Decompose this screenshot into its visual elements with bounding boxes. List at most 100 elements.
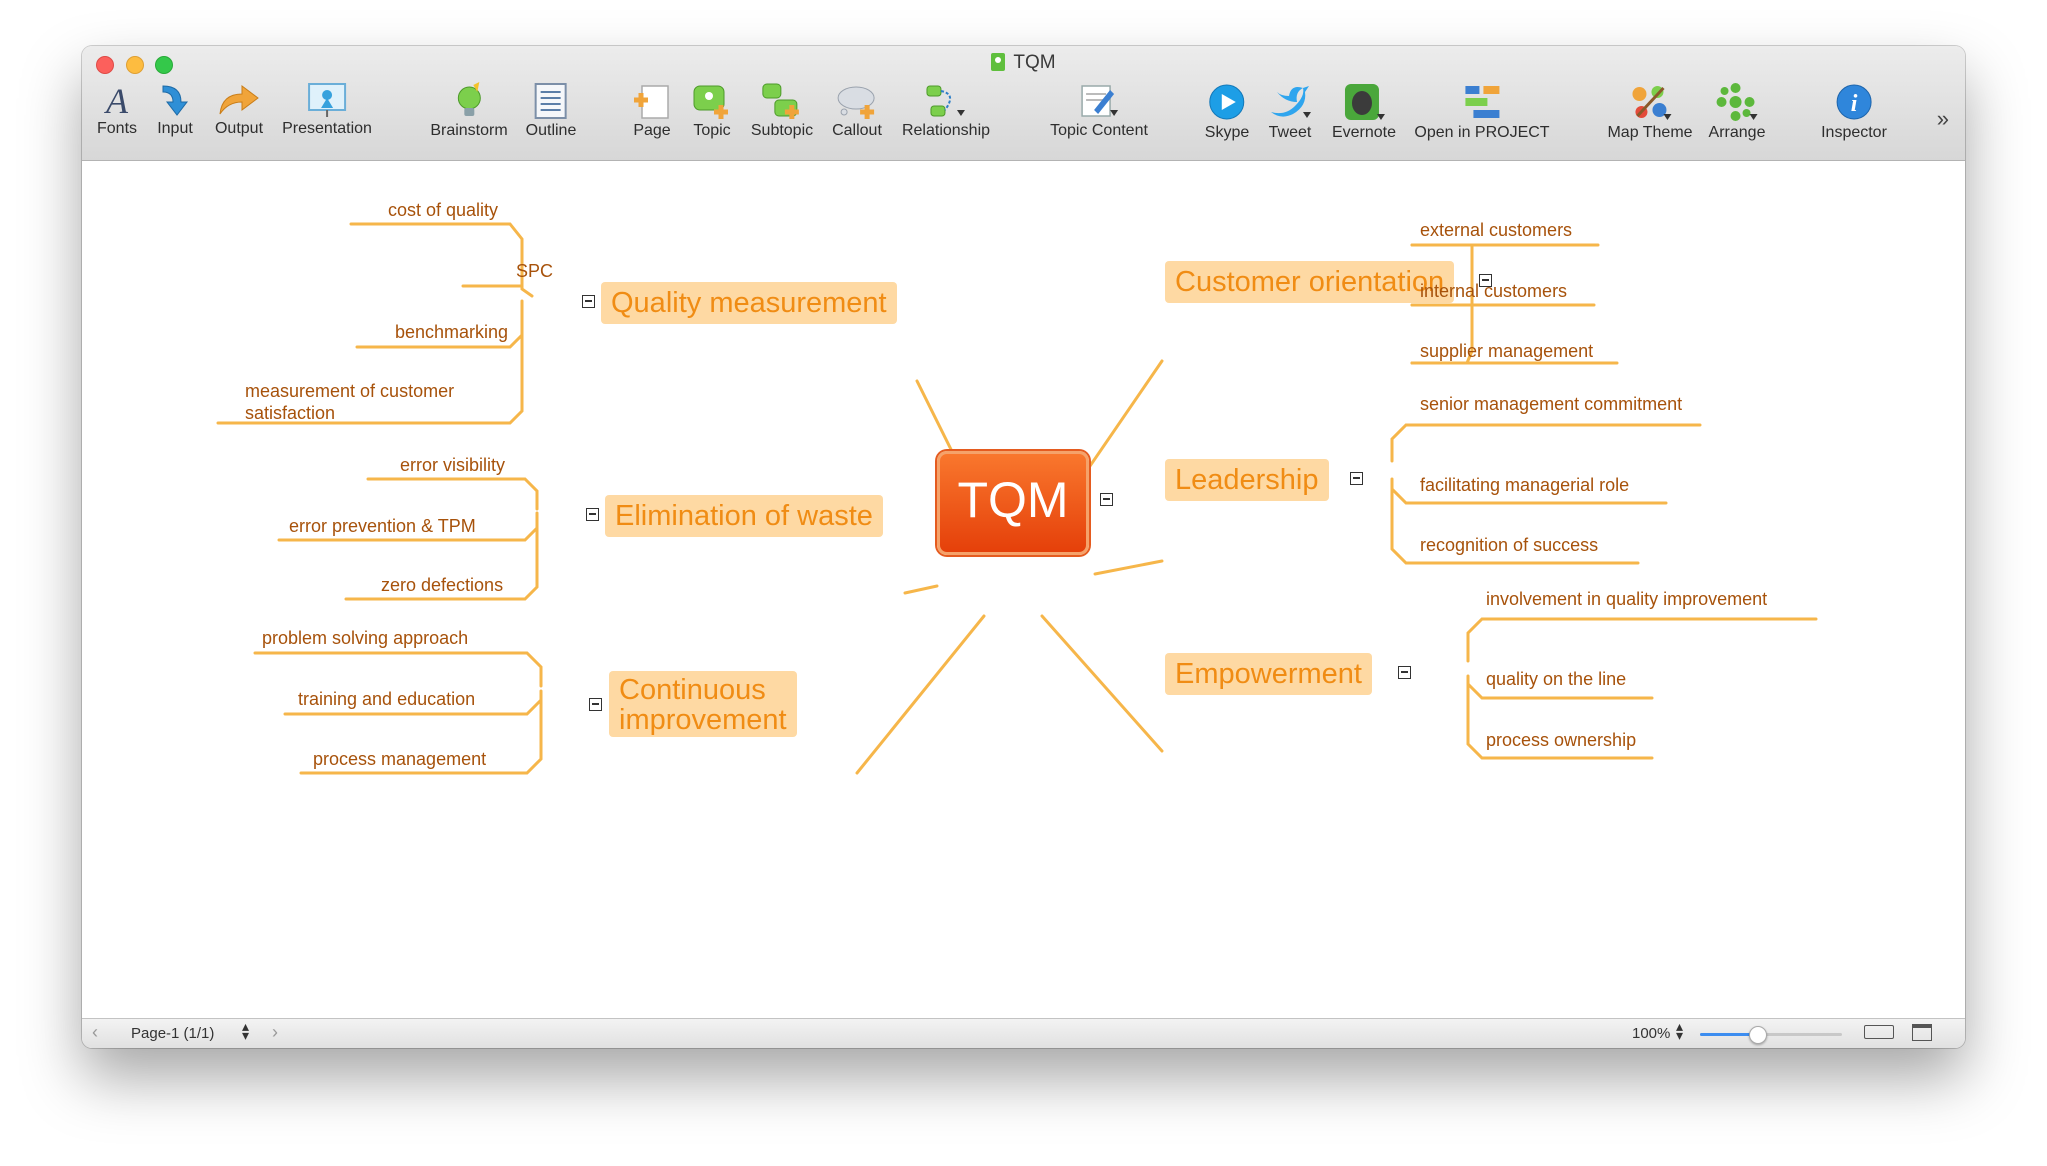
fonts-icon: A — [104, 82, 129, 118]
collapse-toggle-quality[interactable] — [582, 295, 595, 308]
subtopic-zero-defections[interactable]: zero defections — [381, 575, 504, 595]
toolbar-overflow-button[interactable]: » — [1936, 106, 1949, 131]
svg-text:A: A — [104, 82, 129, 118]
page-stepper[interactable]: ▴▾ — [242, 1018, 250, 1043]
full-screen-icon[interactable] — [1912, 1024, 1932, 1041]
subtopic-error-prevention[interactable]: error prevention & TPM — [289, 516, 476, 536]
window-title-text: TQM — [1013, 52, 1056, 73]
topic-empowerment[interactable]: Empowerment — [1165, 653, 1372, 695]
mind-map-canvas[interactable]: TQM Quality measurement Elimination of w… — [82, 161, 1965, 1018]
subtopic-supplier-management[interactable]: supplier management — [1420, 341, 1594, 361]
input-icon — [162, 85, 189, 116]
minimize-window-button[interactable] — [126, 56, 144, 74]
collapse-toggle-central[interactable] — [1100, 493, 1113, 506]
subtopic-training-and-education[interactable]: training and education — [298, 689, 476, 709]
zoom-slider[interactable] — [1700, 1026, 1842, 1044]
next-page-button[interactable]: › — [272, 1022, 278, 1042]
collapse-toggle-leadership[interactable] — [1350, 472, 1363, 485]
zoom-slider-knob[interactable] — [1748, 1026, 1767, 1044]
branch-lines — [216, 222, 1818, 775]
input-label: Input — [157, 120, 193, 137]
topic-elimination-of-waste[interactable]: Elimination of waste — [605, 495, 883, 537]
inspector-label: Inspector — [1821, 124, 1887, 141]
project-icon — [1465, 86, 1499, 118]
fit-map-icon[interactable] — [1864, 1025, 1894, 1039]
subtopic-benchmarking[interactable]: benchmarking — [395, 322, 509, 342]
topic-continuous-line1: Continuous — [619, 674, 766, 706]
toolbar: TQM A Fonts Input Output Presentation Br… — [82, 46, 1965, 161]
brainstorm-icon — [457, 82, 481, 116]
relationship-label: Relationship — [901, 122, 991, 139]
tweet-label: Tweet — [1268, 124, 1312, 141]
presentation-label: Presentation — [282, 120, 372, 137]
subtopic-external-customers[interactable]: external customers — [1420, 220, 1573, 240]
subtopic-facilitating-managerial-role[interactable]: facilitating managerial role — [1420, 475, 1630, 495]
previous-page-button[interactable]: ‹ — [92, 1022, 98, 1042]
topic-content-button[interactable]: Topic Content — [1050, 82, 1148, 140]
subtopic-quality-on-the-line[interactable]: quality on the line — [1486, 669, 1627, 689]
inspector-button[interactable]: i Inspector — [1821, 82, 1887, 142]
arrange-button[interactable]: Arrange — [1708, 82, 1766, 142]
subtopic-process-ownership[interactable]: process ownership — [1486, 730, 1637, 750]
map-theme-button[interactable]: Map Theme — [1607, 82, 1693, 142]
collapse-toggle-empowerment[interactable] — [1398, 666, 1411, 679]
collapse-toggle-continuous[interactable] — [589, 698, 602, 711]
topic-quality-measurement[interactable]: Quality measurement — [601, 282, 897, 324]
subtopic-process-management[interactable]: process management — [313, 749, 487, 769]
input-button[interactable]: Input — [155, 82, 195, 138]
callout-label: Callout — [832, 122, 882, 139]
topic-content-label: Topic Content — [1050, 122, 1148, 139]
close-window-button[interactable] — [96, 56, 114, 74]
zoom-stepper[interactable]: ▴▾ — [1676, 1018, 1684, 1043]
subtopic-icon — [762, 83, 799, 119]
subtopic-cost-of-quality[interactable]: cost of quality — [388, 200, 499, 220]
output-icon — [219, 85, 259, 115]
topic-icon — [693, 85, 728, 119]
map-theme-icon — [1631, 86, 1671, 120]
subtopic-problem-solving-approach[interactable]: problem solving approach — [262, 628, 469, 648]
evernote-icon — [1344, 84, 1385, 120]
skype-label: Skype — [1204, 124, 1250, 141]
subtopic-button[interactable]: Subtopic — [751, 82, 813, 140]
output-button[interactable]: Output — [215, 82, 263, 138]
topic-content-icon — [1081, 85, 1118, 117]
open-in-project-button[interactable]: Open in PROJECT — [1414, 82, 1550, 142]
page-label: Page — [633, 122, 671, 139]
collapse-toggle-customer[interactable] — [1479, 274, 1492, 287]
subtopic-spc[interactable]: SPC — [516, 261, 554, 281]
outline-button[interactable]: Outline — [526, 82, 576, 140]
relationship-button[interactable]: Relationship — [902, 82, 990, 140]
maximize-window-button[interactable] — [155, 56, 173, 74]
topic-leadership[interactable]: Leadership — [1165, 459, 1329, 501]
svg-text:i: i — [1851, 91, 1858, 117]
fonts-button[interactable]: A Fonts — [97, 82, 137, 138]
brainstorm-button[interactable]: Brainstorm — [430, 82, 508, 140]
evernote-button[interactable]: Evernote — [1332, 82, 1396, 142]
app-window: TQM A Fonts Input Output Presentation Br… — [82, 46, 1965, 1048]
topic-customer-orientation[interactable]: Customer orientation — [1165, 261, 1455, 303]
subtopic-senior-management-commitment[interactable]: senior management commitment — [1420, 394, 1683, 414]
subtopic-measurement-of-customer-satisfaction[interactable]: measurement of customer satisfaction — [245, 380, 454, 424]
zoom-slider-fill — [1700, 1033, 1757, 1036]
central-topic[interactable]: TQM — [937, 451, 1089, 555]
document-icon — [991, 53, 1006, 71]
collapse-toggle-waste[interactable] — [586, 508, 599, 521]
topic-continuous-improvement[interactable]: Continuous improvement — [609, 671, 797, 737]
twitter-icon — [1271, 86, 1311, 118]
subtopic-internal-customers[interactable]: internal customers — [1420, 281, 1568, 301]
page-button[interactable]: Page — [630, 82, 674, 140]
arrange-label: Arrange — [1708, 124, 1766, 141]
subtopic-involvement-in-quality-improvement[interactable]: involvement in quality improvement — [1486, 589, 1768, 609]
subtopic-error-visibility[interactable]: error visibility — [400, 455, 506, 475]
presentation-button[interactable]: Presentation — [282, 82, 372, 138]
subtopic-recognition-of-success[interactable]: recognition of success — [1420, 535, 1599, 555]
map-theme-label: Map Theme — [1607, 124, 1693, 141]
topic-button[interactable]: Topic — [690, 82, 734, 140]
callout-button[interactable]: Callout — [832, 82, 882, 140]
fonts-label: Fonts — [96, 120, 138, 137]
skype-button[interactable]: Skype — [1205, 82, 1249, 142]
tweet-button[interactable]: Tweet — [1267, 82, 1313, 142]
page-indicator: Page-1 (1/1) — [131, 1025, 215, 1042]
skype-icon — [1209, 84, 1245, 120]
output-label: Output — [214, 120, 264, 137]
